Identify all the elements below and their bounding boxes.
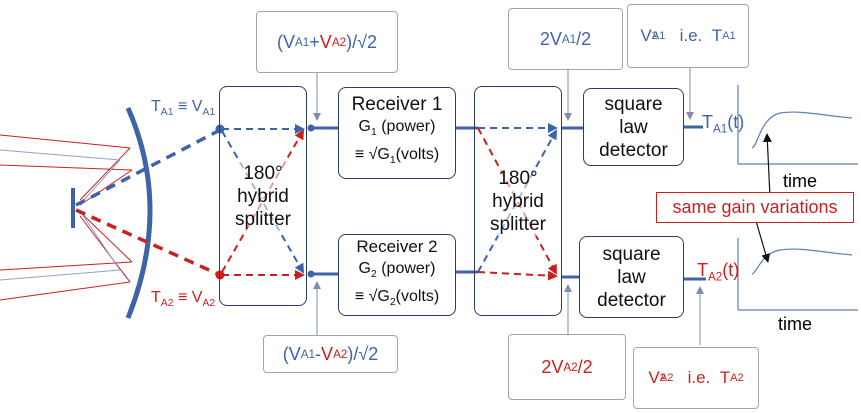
detector1-line2: law [619, 116, 648, 138]
gain-variations-note: same gain variations [656, 192, 854, 223]
detector2-line2: law [617, 266, 646, 288]
receiver-2: Receiver 2 G2 (power) ≡ √G2(volts) [338, 234, 456, 316]
dish-reflector [125, 106, 153, 319]
feed-label-a1: TA1 ≡ VA1 [151, 98, 216, 119]
square-law-detector-1: square law detector [583, 88, 684, 166]
receiver1-title: Receiver 1 [351, 93, 443, 115]
detector1-line3: detector [599, 139, 668, 161]
detector2-line1: square [602, 243, 661, 265]
hybrid2-line1: 180° [498, 167, 538, 189]
receiver1-gain: G1 (power) [358, 117, 436, 138]
plot-bottom [737, 238, 858, 311]
square-law-detector-2: square law detector [579, 236, 684, 318]
receiver-1: Receiver 1 G1 (power) ≡ √G1(volts) [338, 87, 456, 179]
hybrid-splitter-2: 180° hybrid splitter [474, 86, 562, 316]
receiver2-volts: ≡ √G2(volts) [354, 288, 440, 309]
hybrid1-line1: 180° [243, 162, 283, 184]
hybrid1-line2: hybrid [237, 185, 289, 207]
receiver1-volts: ≡ √G1(volts) [354, 146, 440, 167]
time-label-bottom: time [778, 314, 813, 334]
receiver2-title: Receiver 2 [356, 236, 438, 256]
receiver2-gain: G2 (power) [358, 259, 436, 280]
output-label-a1: TA1(t) [702, 112, 745, 136]
detector1-line1: square [604, 93, 663, 115]
node-a2 [215, 270, 225, 280]
incoming-rays-blue [0, 149, 121, 281]
hybrid-splitter-1: 180° hybrid splitter [219, 86, 307, 306]
detector2-line3: detector [597, 289, 666, 311]
hybrid2-line2: hybrid [492, 190, 544, 212]
plot-top [737, 85, 858, 165]
output-label-a2: TA2(t) [697, 260, 740, 284]
feed-label-a2: TA2 ≡ VA2 [151, 289, 216, 310]
time-label-top: time [783, 171, 818, 191]
hybrid1-line3: splitter [235, 208, 291, 230]
hybrid2-line3: splitter [490, 213, 546, 235]
